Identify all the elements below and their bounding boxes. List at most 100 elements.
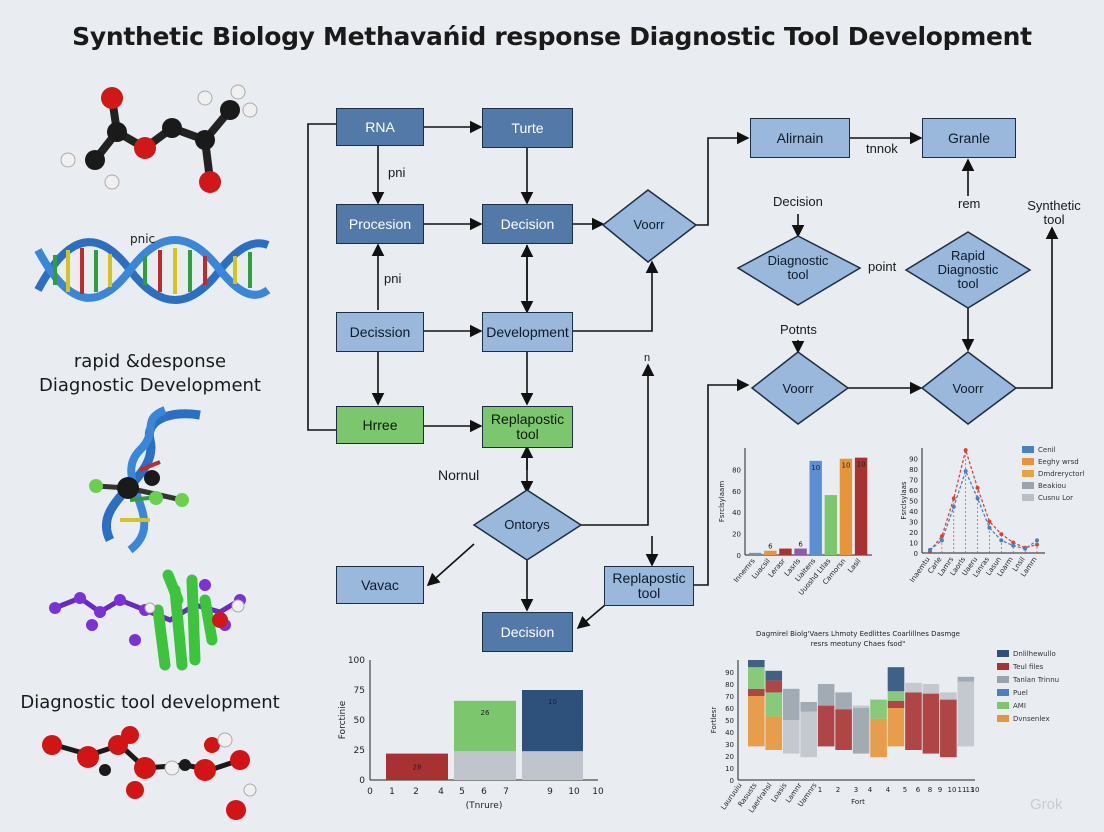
chart4-ytick: 40 [725,729,734,737]
chart1-data-label: 10 [841,462,850,470]
chart2-point [939,538,944,543]
diamond-voorr-left [750,351,850,425]
diamond-diagnostic-tool [736,235,862,306]
watermark: Grok [1030,796,1063,813]
chart4-bar-segment [748,688,765,696]
chart4-bar-segment [940,692,957,700]
edge-label-pni-2: pni [384,271,402,286]
chart3-ytick: 50 [354,716,366,726]
diamond-rapid-diagnostic-label: Rapid Diagnostic tool [937,248,999,291]
chart4-bar-segment [852,705,870,708]
chart1-xtick: Lerasr [767,557,787,579]
dna-label: pnic [130,232,156,246]
chart4-bar-segment [940,699,957,758]
chart4-bar-segment [887,667,905,692]
chart4-legend-label: Teul files [1012,663,1044,671]
chart3-ytick: 0 [359,776,365,786]
chart3-ytick: 25 [354,746,365,756]
chart-2-line: 0102030405060708090FsrclsylaasInaemtuCar… [900,446,1084,584]
chart1-ytick: 0 [737,552,741,560]
chart4-ytick: 10 [725,765,734,773]
chart4-bar-segment [800,711,817,758]
chart4-xtick: 2 [836,786,840,794]
chart3-data-label: 10 [548,698,557,706]
chart3-xtick: 9 [547,787,553,797]
chart2-ytick: 90 [909,456,918,464]
chart2-legend-label: Dmdreryctorl [1038,470,1084,478]
chart4-xtick: 11 [958,786,967,794]
box-replapostic-green: Replapostic tool [482,406,573,448]
chart2-point [963,448,968,453]
chart4-xtick: 10 [948,786,957,794]
chart1-data-label: 10 [857,461,866,469]
diamond-voorr-right-label: Voorr [952,381,984,396]
chart2-legend-swatch [1022,446,1034,453]
chart4-xtick: 1 [818,786,822,794]
chart3-data-label: 28 [413,764,422,772]
edge-label-n: n [644,352,651,364]
chart1-data-label: 6 [798,541,803,549]
chart4-legend-label: AMI [1013,702,1026,710]
chart3-bar-segment [522,751,583,780]
chart4-bar-segment [817,705,835,747]
diamond-voorr-top [601,189,698,263]
chart3-xtick: 1 [389,787,395,797]
chart1-bar [839,458,853,555]
chart4-legend-swatch [997,715,1009,722]
chart4-bar-segment [782,720,800,754]
chart2-legend-swatch [1022,458,1034,465]
box-vavac: Vavac [336,566,424,604]
edge-label-pni-1: pni [388,165,406,180]
chart2-ytick: 10 [909,540,918,548]
chart3-xtick: 10 [592,787,604,797]
chart4-xtick: 5 [903,786,907,794]
chart4-bar-segment [748,667,765,689]
chart4-bar-segment [765,680,783,693]
chart4-bar-segment [922,693,940,754]
chart4-bar-segment [765,692,783,717]
chart1-ylabel: Fsrclsylaam [718,481,726,523]
chart4-bar-segment [765,716,783,750]
chart4-legend-swatch [997,650,1009,657]
chart2-point [975,485,980,490]
chart4-legend-swatch [997,676,1009,683]
chart3-data-label: 26 [481,709,490,717]
chart4-legend-swatch [997,663,1009,670]
chart4-xtick: 4 [886,786,891,794]
chart4-xtick: 8 [928,786,932,794]
diamond-voorr-left-label: Voorr [782,381,814,396]
chart4-ytick: 30 [725,741,734,749]
edge-label-synthetic-tool: Synthetic tool [1027,198,1081,227]
left-heading-2: Diagnostic tool development [20,692,280,713]
chart4-bar-segment [887,708,905,747]
chart4-bar-segment [748,660,765,668]
chart4-xtick: 4 [868,786,873,794]
box-alirnain: Alirnain [750,118,850,158]
chart2-legend-swatch [1022,470,1034,477]
chart-4-stacked-bars: Dagmirel Biolg'Vaers Lhmoty Eedlittes Co… [710,630,1059,814]
chart2-point [1011,540,1016,545]
chart4-ytick: 80 [725,681,734,689]
chart1-xtick: Lasil [846,557,862,574]
left-heading-1-line1: rapid &desponse [73,351,227,372]
chart1-bar [854,457,868,555]
chart3-xtick: 7 [503,787,509,797]
chart4-bar-segment [870,699,887,719]
chart4-ytick: 70 [725,693,734,701]
chart3-bar-segment [454,700,516,752]
chart1-bar [809,460,822,555]
box-decision-bottom: Decision [482,612,573,652]
edge-label-point: point [868,259,897,274]
chart1-ytick: 60 [732,488,741,496]
chart2-legend-label: Cusnu Lor [1038,494,1073,502]
box-decision-top: Decision [482,204,573,244]
chart3-ytick: 75 [354,686,365,696]
chart4-bar-segment [835,709,852,750]
chart3-xlabel: (Tnrure) [466,801,503,811]
chart3-xtick: 10 [568,787,580,797]
chart4-bar-segment [835,692,852,710]
diamond-diagnostic-tool-label: Diagnostic tool [767,253,829,282]
chart3-ytick: 100 [348,656,365,666]
chart2-point [951,496,956,501]
